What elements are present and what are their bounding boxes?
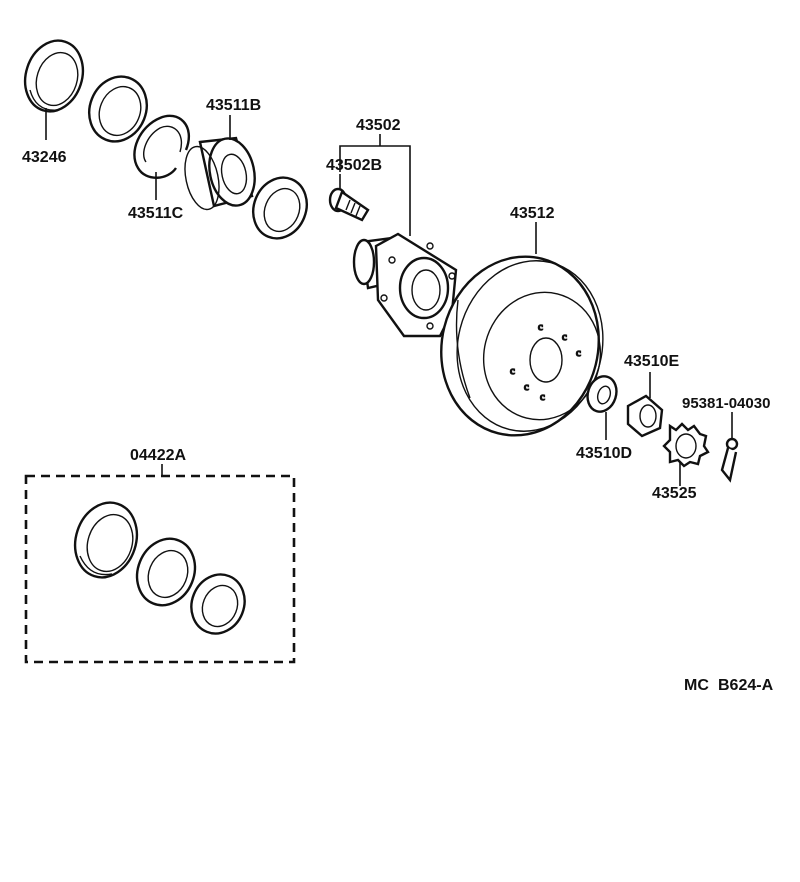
label-43502B: 43502B bbox=[326, 157, 382, 174]
label-04422A: 04422A bbox=[130, 447, 186, 464]
svg-text:c: c bbox=[524, 381, 529, 393]
label-43512: 43512 bbox=[510, 205, 555, 222]
svg-text:c: c bbox=[510, 365, 515, 377]
diagram-code-prefix: MC bbox=[684, 677, 709, 694]
label-43511C: 43511C bbox=[128, 205, 184, 222]
svg-text:c: c bbox=[562, 331, 567, 343]
kit-seal bbox=[73, 501, 139, 579]
label-43246: 43246 bbox=[22, 149, 67, 166]
svg-text:c: c bbox=[540, 391, 545, 403]
kit-bearing-inner bbox=[190, 573, 246, 635]
label-43510E: 43510E bbox=[624, 353, 679, 370]
kit-04422A-outline bbox=[24, 474, 296, 664]
label-43511B: 43511B bbox=[206, 97, 261, 114]
bearing-ring-outer bbox=[88, 75, 148, 143]
svg-text:c: c bbox=[538, 321, 543, 333]
part-43510E-hub-nut bbox=[626, 394, 664, 438]
kit-bearing-outer bbox=[135, 537, 197, 607]
part-43246-seal bbox=[23, 39, 85, 113]
label-95381-04030: 95381-04030 bbox=[682, 395, 770, 412]
label-43510D: 43510D bbox=[576, 445, 632, 462]
part-43510D-washer bbox=[586, 375, 618, 413]
part-43502-axle-hub bbox=[352, 232, 458, 338]
part-95381-cotter-pin bbox=[720, 437, 739, 483]
diagram-code: B624-A bbox=[718, 677, 774, 694]
svg-text:c: c bbox=[576, 347, 581, 359]
part-43512-disc-rotor: c c c c c c bbox=[440, 255, 604, 437]
part-43502B-hub-bolt bbox=[328, 187, 370, 222]
bearing-ring-inner bbox=[252, 176, 308, 240]
label-43525: 43525 bbox=[652, 485, 697, 502]
part-43525-lock-cap bbox=[662, 422, 710, 468]
part-43511C-snap-ring bbox=[133, 114, 191, 179]
leader-43502-bracket bbox=[339, 134, 411, 236]
label-43502: 43502 bbox=[356, 117, 401, 134]
part-43511B-sleeve bbox=[184, 136, 256, 211]
